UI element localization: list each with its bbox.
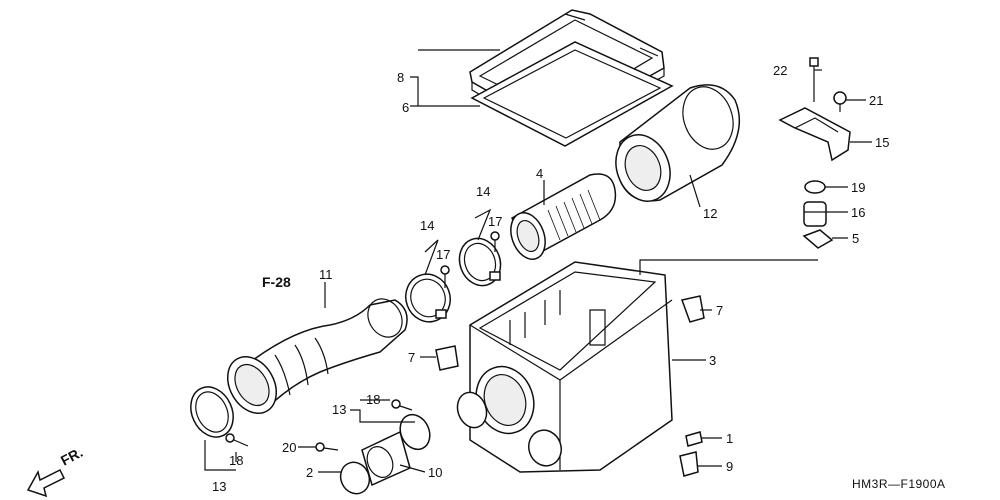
callout-2: 2 (306, 465, 313, 480)
clip-right (681, 295, 705, 323)
bracket-15 (778, 107, 851, 162)
callout-7-left: 7 (408, 350, 415, 365)
callout-13-left: 13 (212, 479, 226, 494)
cover-gasket (470, 41, 674, 147)
callout-14-upper: 14 (476, 184, 490, 199)
tube-band-upper (458, 237, 502, 287)
band-screw-18 (391, 399, 413, 411)
band-2 (339, 461, 371, 495)
callout-18-mid: 18 (366, 392, 380, 407)
clip-left (435, 345, 459, 371)
front-arrow-icon (26, 468, 66, 498)
connecting-tube (227, 298, 408, 414)
nut-5 (802, 229, 834, 249)
tube-band-left (190, 386, 234, 438)
direction-label: FR. (58, 444, 85, 469)
band-screw-lower (440, 265, 450, 288)
callout-21: 21 (869, 93, 883, 108)
callout-10: 10 (428, 465, 442, 480)
callout-17-upper: 17 (488, 214, 502, 229)
drain-clip-1 (685, 431, 703, 447)
diagram-code: HM3R—F1900A (852, 477, 946, 491)
collar-19 (804, 180, 826, 194)
callout-12: 12 (703, 206, 717, 221)
band-screw-upper (490, 231, 500, 252)
leader-lines (204, 49, 872, 473)
callout-17-lower: 17 (436, 247, 450, 262)
callout-6: 6 (402, 100, 409, 115)
callout-7-right: 7 (716, 303, 723, 318)
drain-plug-9 (679, 451, 699, 477)
tube-band-lower (405, 273, 451, 323)
callout-20: 20 (282, 440, 296, 455)
screw-20 (315, 442, 339, 452)
callout-14-lower: 14 (420, 218, 434, 233)
callout-13-mid: 13 (332, 402, 346, 417)
air-cleaner-case (456, 261, 673, 473)
callout-15: 15 (875, 135, 889, 150)
callout-3: 3 (709, 353, 716, 368)
callout-5: 5 (852, 231, 859, 246)
grommet-16 (803, 201, 827, 227)
callout-9: 9 (726, 459, 733, 474)
callout-19: 19 (851, 180, 865, 195)
callout-16: 16 (851, 205, 865, 220)
screw-18-left (225, 433, 249, 447)
bolt-21 (833, 91, 847, 112)
callout-18-left: 18 (229, 453, 243, 468)
callout-22: 22 (773, 63, 787, 78)
callout-11: 11 (319, 267, 333, 282)
ref-label: F-28 (262, 274, 291, 290)
callout-8: 8 (397, 70, 404, 85)
callout-1: 1 (726, 431, 733, 446)
element-holder (510, 173, 617, 260)
bolt-22 (809, 57, 819, 102)
callout-4: 4 (536, 166, 543, 181)
filter-element (615, 84, 741, 202)
